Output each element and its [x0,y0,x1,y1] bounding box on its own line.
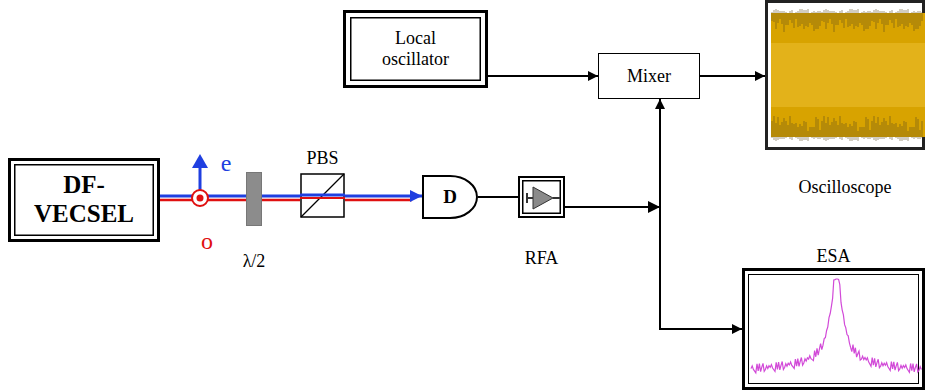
o-axis-label: o [201,229,213,253]
laser-beam [262,196,300,200]
rf-amplifier: RFA [518,176,565,218]
rf-amplifier-art [520,178,563,216]
oscillator-box: Local oscillator [343,10,488,88]
node-label: PBS [306,148,338,169]
o-beam [345,199,412,202]
signal-wire [478,197,518,198]
oscilloscope-screen: Oscilloscope [765,0,925,150]
wire-path [565,99,660,207]
o-polarization-dot [197,195,204,202]
node-label: D [443,186,457,208]
signal-wire [565,99,660,207]
half-wave-plate: λ/2 [246,172,262,226]
node-label: RFA [525,248,559,269]
e-beam [262,195,300,198]
beam-splitter-cube-art [300,173,345,218]
beam-splitter-cube: PBS [300,173,345,218]
o-polarization-circle [192,190,208,206]
node-label: DF- VECSEL [29,171,139,229]
wire-path [478,196,518,198]
o-beam [262,199,300,202]
laser-beam [345,196,422,200]
e-polarization-head [192,154,208,168]
spectrum-analyzer-screen: ESA [742,268,925,390]
node-label: Mixer [627,66,671,87]
signal-wire [565,207,742,329]
node-label: λ/2 [243,251,266,272]
signal-wire [488,76,598,77]
wire-path [565,207,742,329]
node-label: ESA [816,246,850,267]
mixer-box: Mixer [598,53,700,99]
signal-wire [700,76,765,77]
oscilloscope-screen-art [768,3,922,147]
wire-path [488,75,598,77]
junction-arrowhead [648,201,660,213]
e-axis-label: e [221,151,232,175]
e-polarization-arrow [199,166,202,192]
spectrum-analyzer-screen-art [745,271,922,387]
photodetector: D [422,175,478,219]
wire-path [700,75,765,77]
node-label: Local oscillator [360,28,471,69]
node-label: Oscilloscope [799,177,892,198]
e-beam [345,195,422,198]
laser-box: DF- VECSEL [8,158,160,242]
